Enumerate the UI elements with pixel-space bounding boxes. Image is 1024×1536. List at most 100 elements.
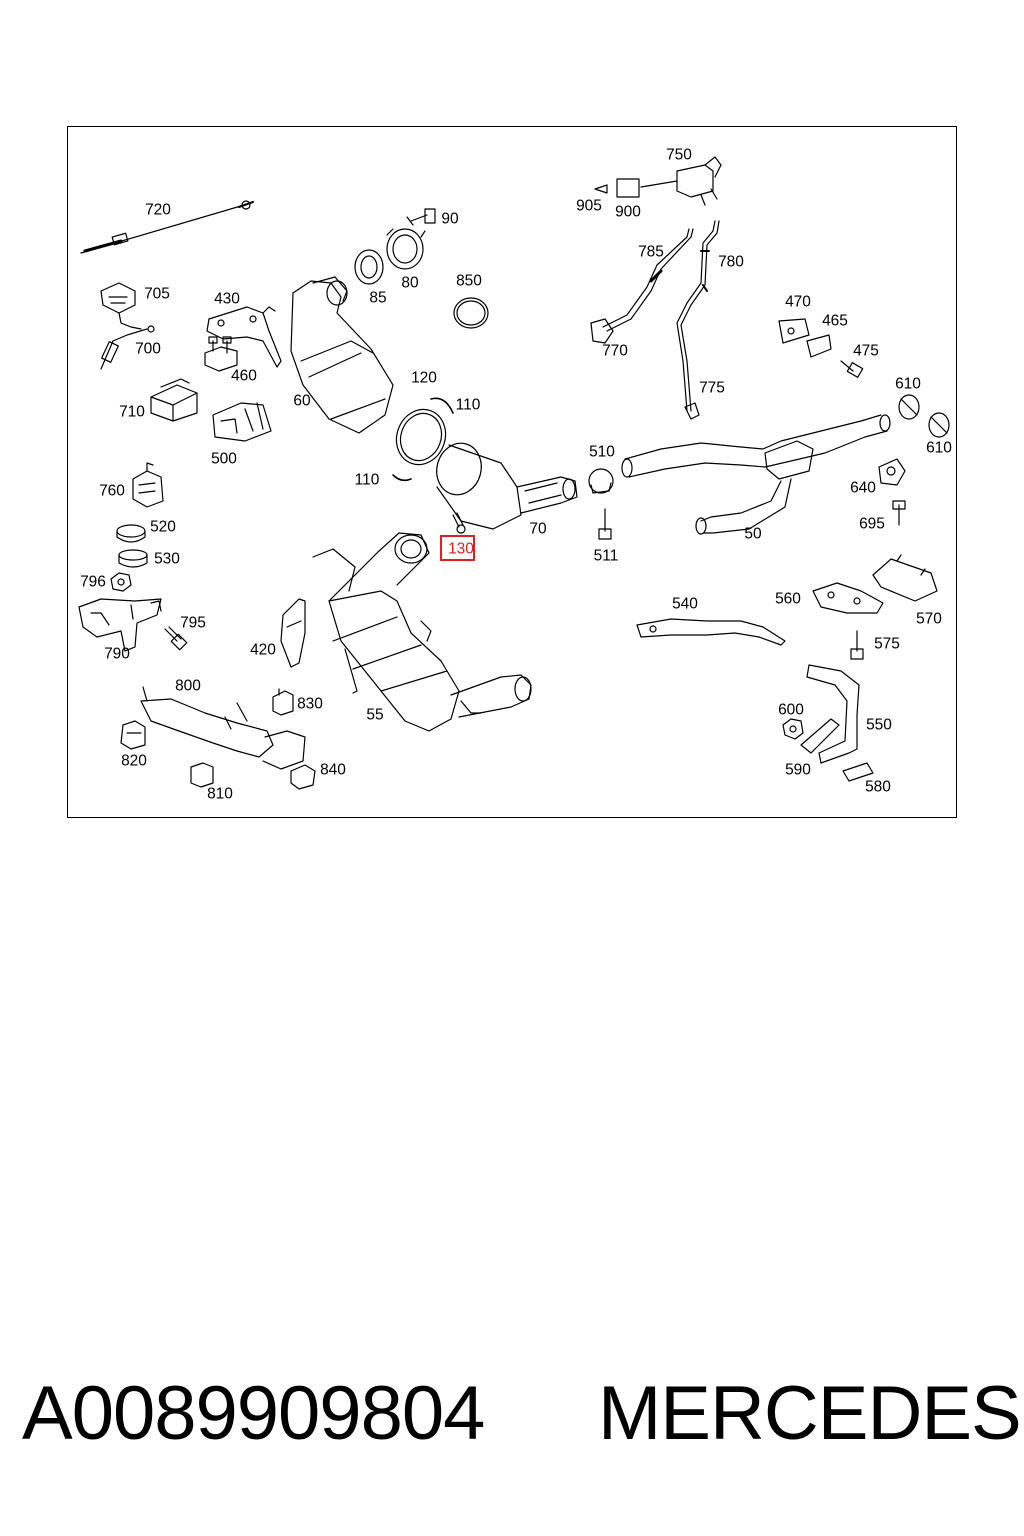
part-510-clamp (588, 468, 614, 494)
part-700-sensor (100, 325, 155, 370)
callout-580: 580 (865, 778, 891, 796)
callout-780: 780 (718, 253, 744, 271)
part-810-clip (190, 762, 214, 788)
callout-460: 460 (231, 367, 257, 385)
callout-750: 750 (666, 146, 692, 164)
part-590-plate (800, 718, 840, 754)
highlight-box (440, 535, 475, 561)
callout-840: 840 (320, 761, 346, 779)
callout-830: 830 (297, 695, 323, 713)
callout-796: 796 (80, 573, 106, 591)
part-560-bracket (812, 582, 884, 614)
callout-590: 590 (785, 761, 811, 779)
callout-511: 511 (593, 547, 619, 565)
part-465-bracket (806, 334, 832, 358)
part-790-bracket (78, 598, 162, 652)
part-610-clamp-left (898, 394, 920, 420)
part-500-heat-shield (212, 402, 272, 442)
part-600-nut (782, 718, 804, 740)
callout-575: 575 (874, 635, 900, 653)
callout-695: 695 (859, 515, 885, 533)
callout-130-highlighted: 130 (448, 540, 474, 558)
callout-530: 530 (154, 550, 180, 568)
part-640-hanger (878, 458, 906, 486)
part-470-bracket (778, 318, 810, 344)
part-580-clip (842, 762, 874, 782)
callout-795: 795 (180, 614, 206, 632)
part-750-pressure-sensor (640, 156, 722, 206)
callout-90: 90 (441, 210, 459, 228)
callout-475: 475 (853, 342, 879, 360)
part-420-bracket (280, 598, 306, 668)
part-840-clip (290, 764, 316, 790)
part-610-clamp-right (928, 412, 950, 438)
callout-900: 900 (615, 203, 641, 221)
exhaust-parts-drawing (78, 156, 950, 790)
callout-510: 510 (589, 443, 615, 461)
callout-560: 560 (775, 590, 801, 608)
callout-430: 430 (214, 290, 240, 308)
callout-710: 710 (119, 403, 145, 421)
callout-705: 705 (144, 285, 170, 303)
part-760-clip (132, 462, 164, 508)
part-110-clip (392, 397, 454, 482)
part-720-temperature-sensor (80, 200, 254, 254)
callout-520: 520 (150, 518, 176, 536)
part-130-screw (452, 512, 466, 534)
callout-770: 770 (602, 342, 628, 360)
callout-465: 465 (822, 312, 848, 330)
part-796-nut (110, 572, 132, 592)
callout-800: 800 (175, 677, 201, 695)
part-695-bolt (892, 500, 906, 526)
part-55-diesel-particulate-filter (312, 532, 532, 732)
part-120-gasket (395, 408, 447, 466)
part-60-catalytic-converter (290, 276, 394, 434)
part-850-seal-ring (453, 297, 489, 329)
callout-60: 60 (293, 392, 311, 410)
part-705-connector (100, 282, 142, 330)
callout-70: 70 (529, 520, 547, 538)
callout-500: 500 (211, 450, 237, 468)
callout-420: 420 (250, 641, 276, 659)
callout-720: 720 (145, 201, 171, 219)
callout-785: 785 (638, 243, 664, 261)
part-570-bracket (872, 554, 938, 602)
part-511-bolt (598, 508, 612, 540)
part-775-bracket (684, 402, 700, 420)
callout-50: 50 (744, 525, 762, 543)
part-90-bolt (406, 208, 436, 226)
part-800-bracket (140, 686, 306, 770)
brand-name: MERCEDES (598, 1371, 1022, 1456)
part-460-mount (204, 336, 238, 372)
callout-610a: 610 (895, 375, 921, 393)
callout-640: 640 (850, 479, 876, 497)
part-770-fitting (590, 318, 614, 344)
callout-110b: 110 (354, 471, 380, 489)
callout-540: 540 (672, 595, 698, 613)
callout-775: 775 (699, 379, 725, 397)
callout-80: 80 (401, 274, 419, 292)
part-520-clamp (116, 524, 146, 543)
part-number: A0089909804 (22, 1371, 485, 1456)
callout-850: 850 (456, 272, 482, 290)
callout-760: 760 (99, 482, 125, 500)
callout-55: 55 (366, 706, 384, 724)
part-830-clip (272, 688, 294, 716)
callout-85: 85 (369, 289, 387, 307)
part-575-bolt (850, 630, 864, 660)
callout-110a: 110 (455, 396, 481, 414)
callout-550: 550 (866, 716, 892, 734)
callout-820: 820 (121, 752, 147, 770)
callout-600: 600 (778, 701, 804, 719)
part-820-clip (120, 720, 146, 750)
part-80-clamp (386, 228, 426, 270)
part-780-pipe (676, 220, 720, 412)
part-785-pipe (602, 228, 694, 332)
callout-905: 905 (576, 197, 602, 215)
callout-120: 120 (411, 369, 437, 387)
part-50-exhaust-pipe (621, 414, 891, 535)
part-905-plug (594, 184, 608, 194)
callout-610b: 610 (926, 439, 952, 457)
callout-570: 570 (916, 610, 942, 628)
